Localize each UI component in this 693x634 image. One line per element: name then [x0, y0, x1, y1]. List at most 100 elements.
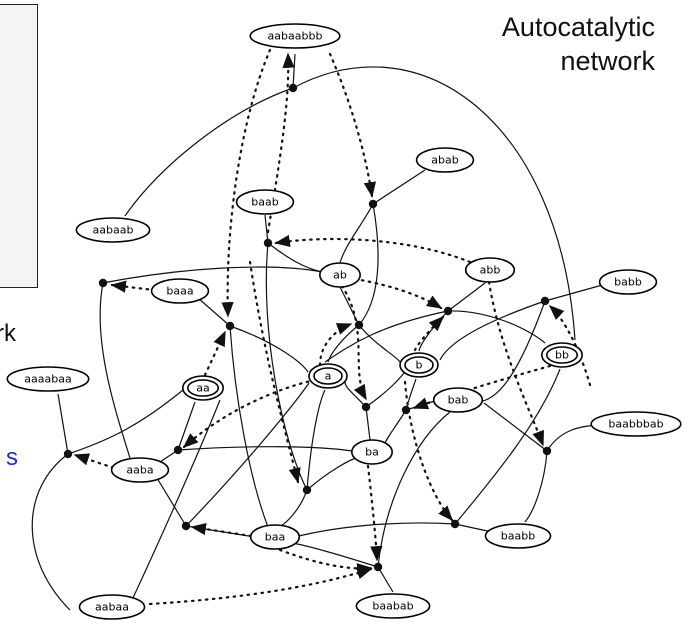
node-label: aabaabbb — [268, 30, 323, 43]
node-label: aabaa — [95, 601, 129, 614]
node-label: a — [325, 370, 332, 383]
dotted-edge — [203, 330, 227, 377]
node-ellipse — [598, 269, 658, 295]
dotted-edge — [266, 52, 295, 234]
node-ellipse — [78, 594, 146, 620]
node-baabbbab: baabbbab — [590, 411, 682, 437]
reaction-junction-dot — [540, 296, 550, 306]
reaction-junction-dot — [361, 402, 371, 412]
node-label: aaaabaa — [24, 373, 71, 386]
edge — [454, 523, 493, 533]
dotted-edge — [248, 260, 301, 484]
diagram-title: Autocatalytic network — [395, 10, 655, 78]
node-label: bb — [555, 349, 569, 362]
node-ellipse — [75, 217, 151, 243]
node-label: baabab — [372, 600, 413, 613]
edge — [292, 53, 296, 89]
reaction-junction-dot — [63, 449, 73, 459]
node-inner-ellipse — [187, 379, 220, 397]
node-babb: babb — [598, 269, 658, 295]
dotted-edge — [274, 234, 472, 264]
node-ellipse — [590, 411, 682, 437]
dotted-edge — [278, 548, 373, 576]
reaction-junction-dot — [450, 519, 460, 529]
dotted-edge — [148, 567, 373, 606]
node-aabaa: aabaa — [78, 594, 146, 620]
node-baaa: baaa — [150, 278, 210, 304]
node-aabaabbb: aabaabbb — [249, 23, 341, 49]
dotted-edge — [318, 322, 353, 367]
dotted-edge — [190, 522, 260, 539]
reaction-junction-dot — [263, 238, 273, 248]
node-aaaabaa: aaaabaa — [6, 366, 90, 392]
reaction-junction-dot — [373, 562, 383, 572]
dotted-edge — [182, 378, 317, 449]
node-ellipse — [150, 278, 210, 304]
edge — [358, 324, 401, 363]
node-ab: ab — [318, 262, 361, 288]
dotted-edge — [412, 364, 552, 410]
edge — [483, 402, 548, 452]
edge — [292, 66, 576, 341]
node-ellipse — [432, 387, 484, 413]
edge — [306, 457, 357, 491]
node-label: ab — [333, 269, 347, 282]
node-aabaab: aabaab — [75, 217, 151, 243]
edge — [447, 310, 546, 344]
edge — [544, 283, 607, 302]
reaction-junction-dot — [354, 320, 364, 330]
node-label: b — [416, 359, 423, 372]
dotted-edge — [366, 464, 383, 562]
node-label: babb — [614, 276, 642, 289]
edge — [439, 300, 546, 361]
edge — [99, 282, 131, 459]
edge — [102, 266, 323, 284]
node-label: baabbbab — [608, 418, 663, 431]
edge — [294, 522, 456, 538]
node-ellipse — [355, 593, 431, 619]
node-ellipse — [318, 262, 361, 288]
edge — [418, 310, 449, 352]
left-text-fragment: rk — [0, 320, 16, 347]
title-line-1: Autocatalytic — [501, 12, 655, 42]
edge — [358, 203, 379, 326]
node-bb: bb — [540, 342, 583, 368]
edge — [185, 382, 310, 527]
node-label: baa — [265, 531, 285, 544]
node-a: a — [308, 363, 348, 389]
node-bab: bab — [432, 387, 484, 413]
node-label: baabb — [501, 530, 535, 543]
reaction-junctions — [63, 83, 552, 572]
node-baabb: baabb — [484, 523, 552, 549]
reaction-junction-dot — [173, 445, 183, 455]
edge — [454, 368, 561, 525]
node-label: baaa — [166, 285, 193, 298]
dotted-edge — [487, 280, 545, 447]
title-line-2: network — [560, 46, 655, 76]
edge — [57, 393, 69, 455]
edge — [477, 300, 546, 403]
dotted-edge — [413, 315, 445, 352]
edge — [277, 489, 308, 528]
node-ellipse — [464, 257, 516, 283]
edge — [324, 310, 449, 363]
edge — [384, 409, 407, 445]
edge — [197, 297, 231, 327]
solid-edges — [31, 53, 607, 611]
edge — [372, 169, 426, 205]
edge — [229, 325, 269, 528]
node-ellipse — [350, 439, 393, 465]
edge — [264, 214, 269, 244]
reaction-junction-dot — [368, 199, 378, 209]
edge — [124, 87, 294, 217]
node-label: aabaab — [93, 224, 134, 237]
node-abab: abab — [415, 147, 475, 173]
node-ellipse — [415, 147, 475, 173]
node-label: abab — [431, 154, 458, 167]
left-link-fragment[interactable]: s — [6, 444, 18, 471]
edge — [31, 453, 71, 611]
node-inner-ellipse — [545, 346, 578, 364]
node-aa: aa — [182, 375, 225, 401]
